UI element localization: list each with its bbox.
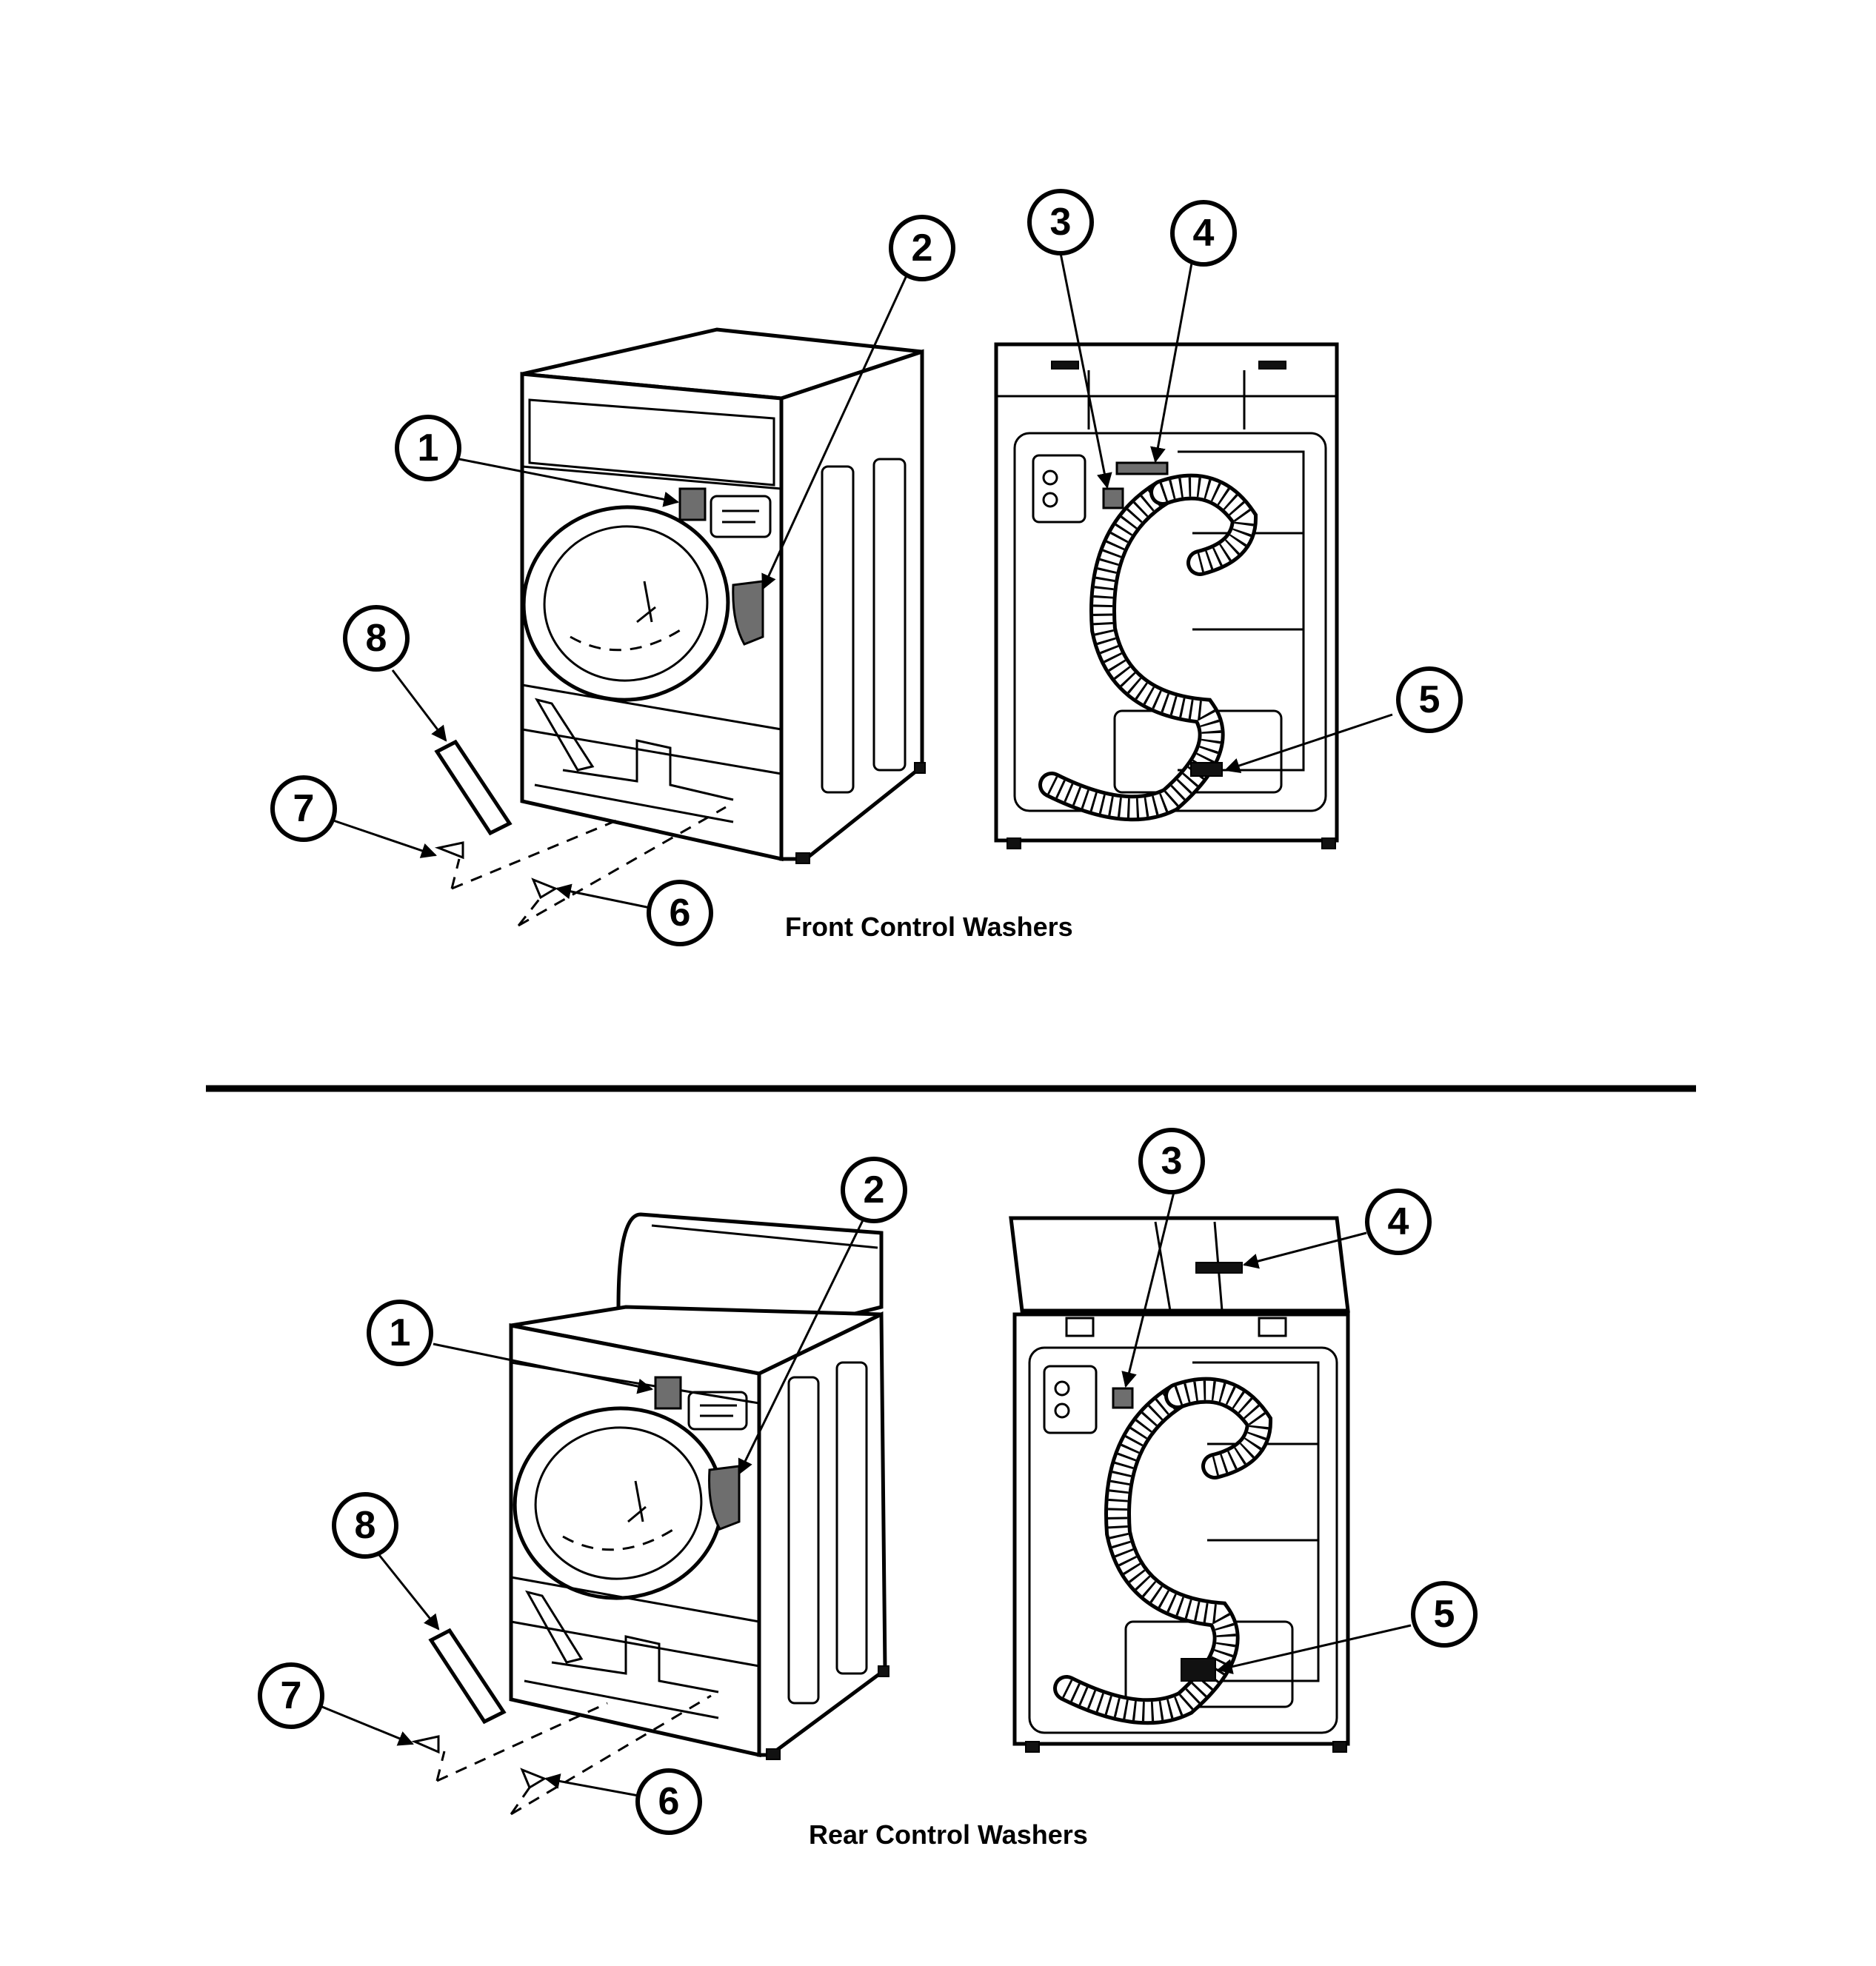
front-washer-rear-view: [994, 342, 1339, 849]
front-callout-4: 4: [1170, 200, 1237, 267]
front-callout-5: 5: [1396, 666, 1463, 733]
rear-callout-7: 7: [258, 1662, 324, 1729]
svg-text:1: 1: [390, 1311, 411, 1354]
rear-loose-labels: [411, 1628, 712, 1816]
svg-text:4: 4: [1193, 212, 1215, 255]
front-callout-3: 3: [1027, 189, 1094, 255]
front-washer-front-view: [520, 327, 926, 864]
svg-text:3: 3: [1050, 201, 1072, 244]
front-callout-8: 8: [343, 605, 410, 672]
rear-callout-1: 1: [367, 1300, 433, 1366]
rear-callout-3: 3: [1138, 1128, 1205, 1194]
svg-text:4: 4: [1388, 1200, 1409, 1243]
front-callout-1: 1: [395, 415, 461, 481]
svg-text:8: 8: [366, 617, 387, 660]
rear-washer-front-view: [509, 1212, 889, 1760]
rear-callout-4: 4: [1365, 1188, 1432, 1255]
rear-callout-5: 5: [1411, 1581, 1478, 1648]
rear-control-section: 1 2 3 4 5 6 7 8 Rear Control Washers: [258, 1128, 1478, 1850]
rear-callouts: 1 2 3 4 5 6 7 8: [258, 1128, 1478, 1835]
rear-washer-rear-view: [1009, 1216, 1350, 1753]
front-callout-7: 7: [270, 775, 337, 842]
front-callout-6: 6: [647, 880, 713, 946]
rear-callout-8: 8: [332, 1492, 398, 1559]
svg-text:6: 6: [658, 1780, 680, 1823]
svg-text:5: 5: [1419, 678, 1441, 721]
front-section-caption: Front Control Washers: [785, 912, 1073, 942]
rear-callout-6: 6: [635, 1768, 702, 1835]
front-loose-labels: [434, 739, 727, 927]
front-callouts: 1 2 3 4 5 6 7 8: [270, 189, 1463, 946]
front-callout-2: 2: [889, 215, 955, 281]
svg-text:6: 6: [670, 892, 691, 934]
svg-text:1: 1: [418, 427, 439, 469]
svg-text:2: 2: [864, 1168, 885, 1211]
svg-text:2: 2: [912, 227, 933, 270]
svg-text:5: 5: [1434, 1593, 1455, 1636]
rear-section-caption: Rear Control Washers: [809, 1819, 1088, 1850]
svg-text:7: 7: [293, 787, 315, 830]
front-control-section: 1 2 3 4 5 6 7 8 Front Control Washers: [270, 189, 1463, 946]
svg-text:8: 8: [355, 1504, 376, 1547]
svg-text:3: 3: [1161, 1140, 1183, 1183]
rear-callout-2: 2: [841, 1157, 907, 1223]
svg-text:7: 7: [281, 1674, 302, 1717]
